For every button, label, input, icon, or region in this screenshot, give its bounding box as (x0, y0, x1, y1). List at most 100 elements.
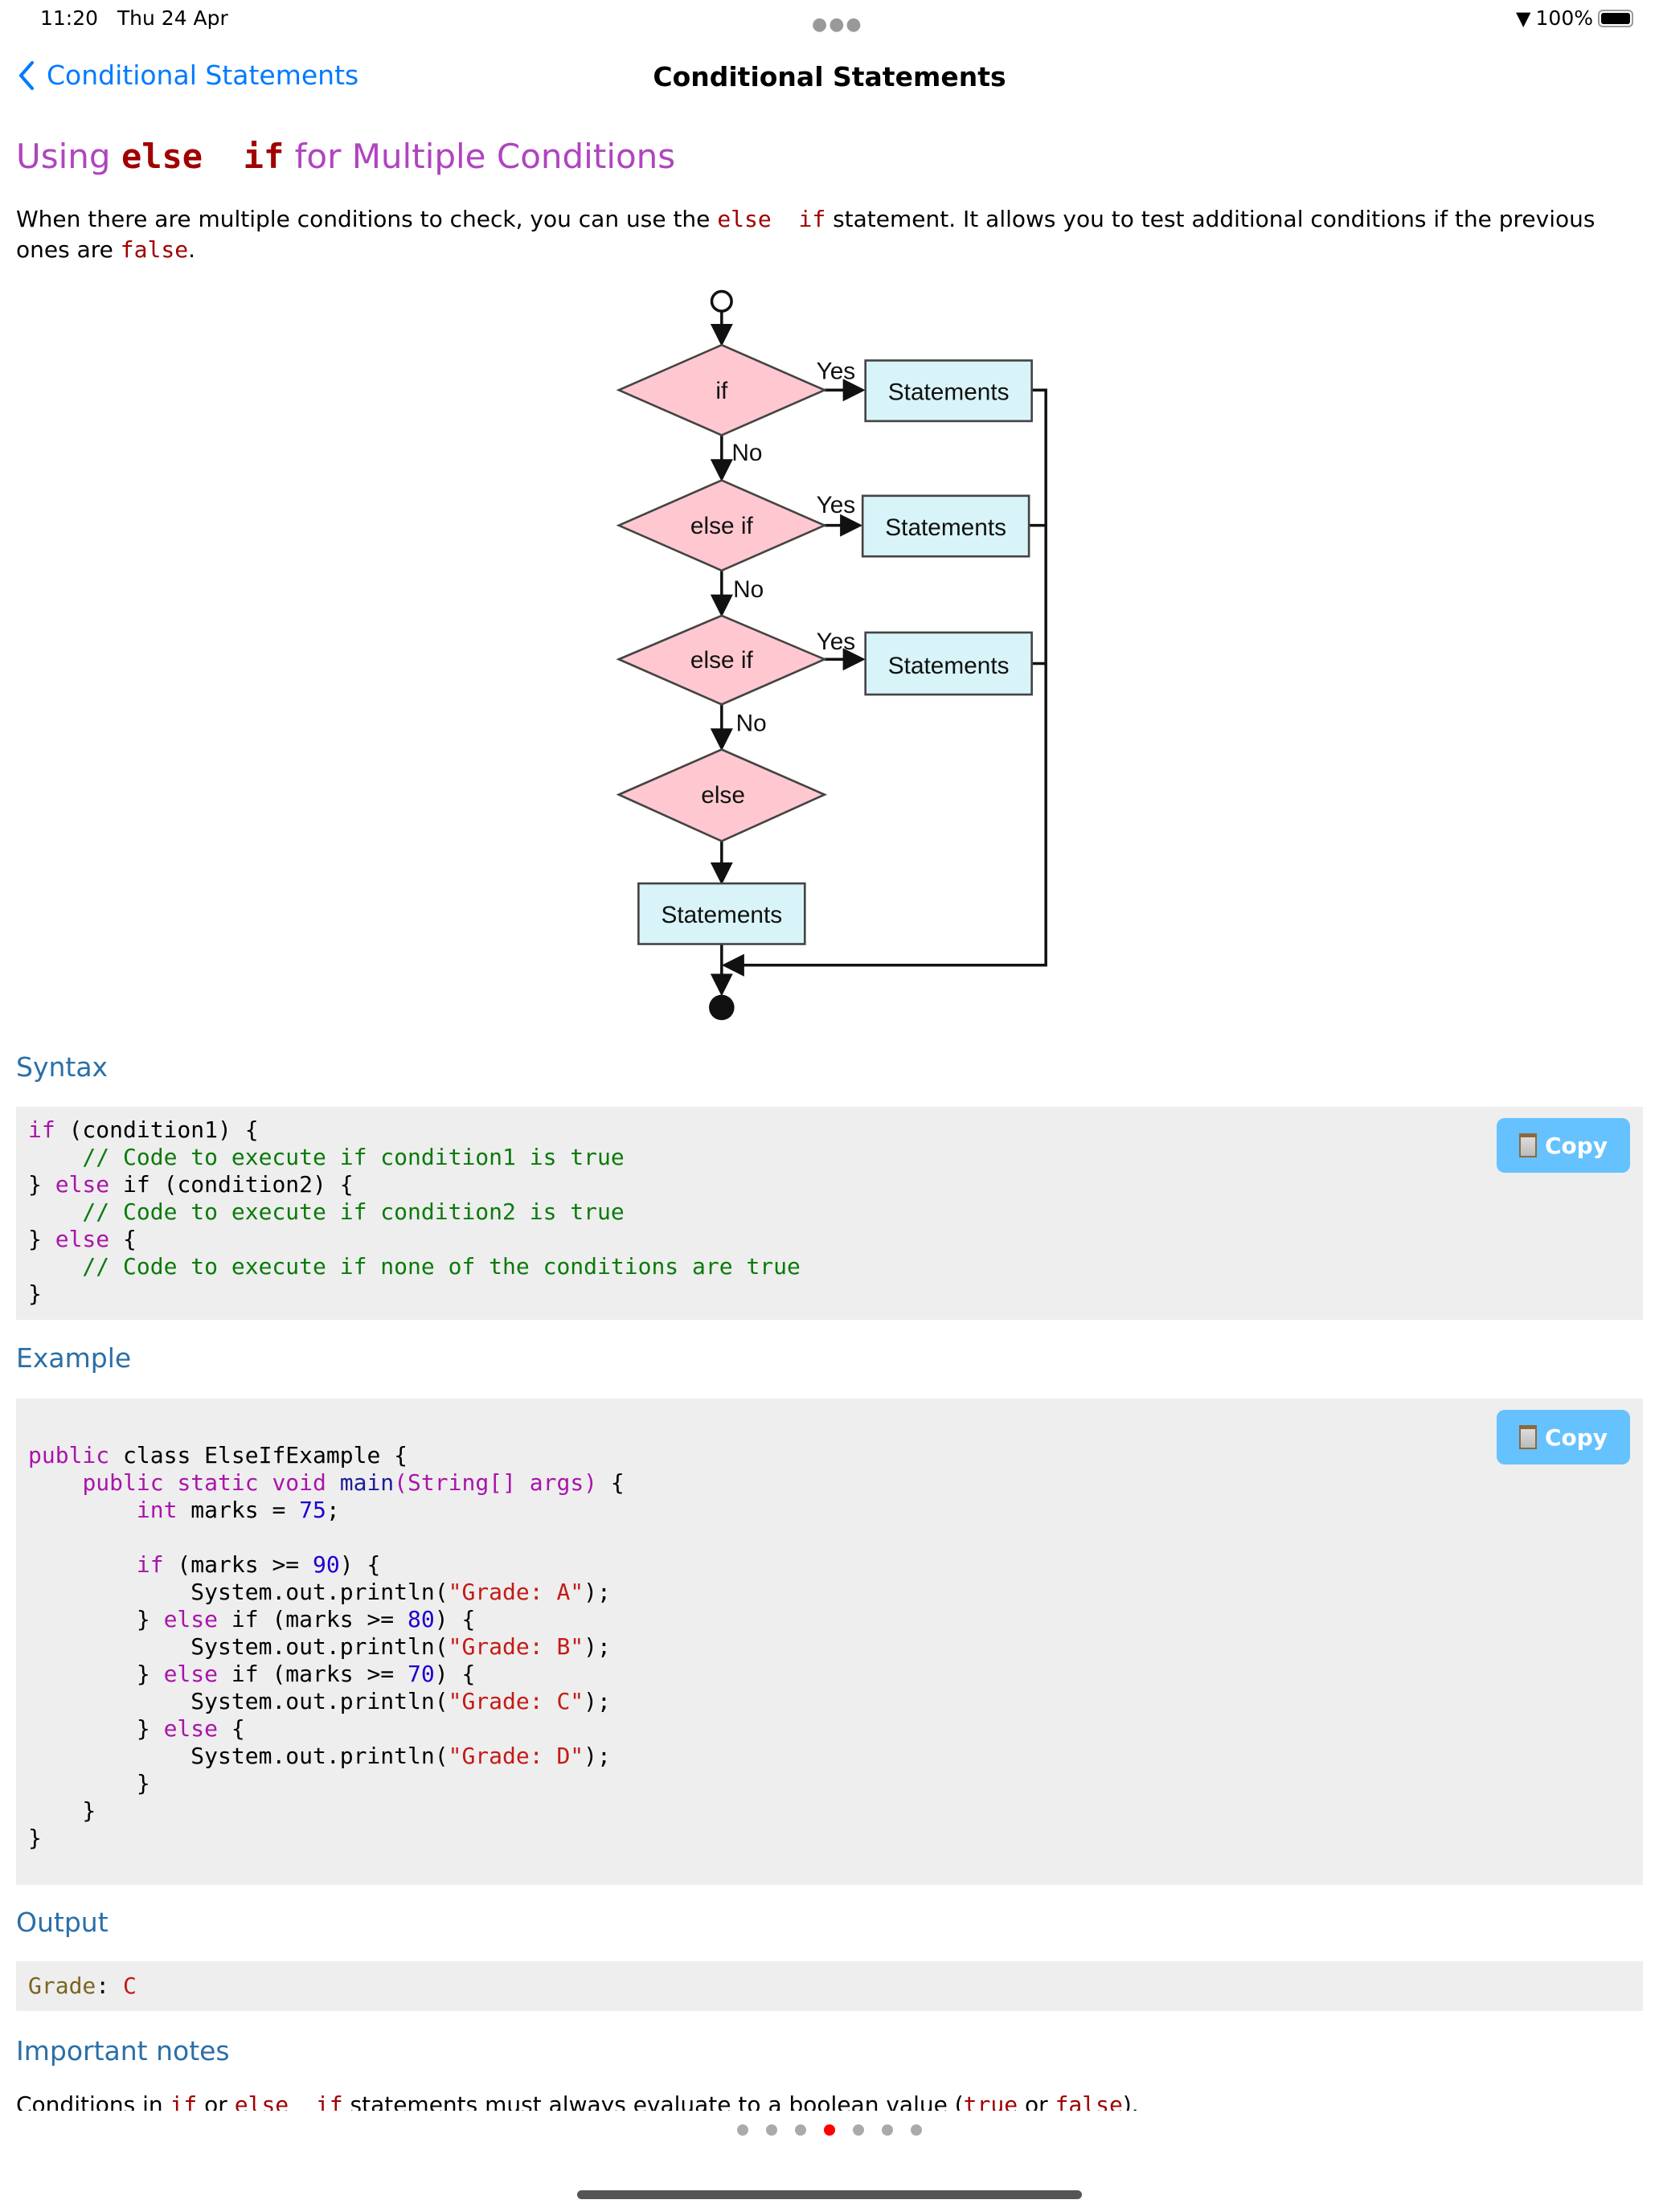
start-node (710, 289, 733, 313)
page-dot[interactable] (766, 2124, 777, 2136)
page-dot[interactable] (795, 2124, 806, 2136)
statements-box-3 (864, 631, 1033, 696)
else-if-label: else if (690, 513, 754, 539)
code-token: marks = (177, 1497, 300, 1523)
code-token: // Code to execute if condition2 is true (28, 1198, 625, 1225)
battery-percent: 100% (1535, 6, 1593, 30)
statements-box-1 (864, 359, 1033, 423)
code-line: // Code to execute if condition2 is true (28, 1198, 1643, 1226)
code-token: System.out.println( (28, 1633, 449, 1660)
wifi-icon: ▼ (1516, 6, 1531, 30)
multitasking-dots-icon[interactable]: ●●● (812, 14, 863, 35)
page-dot[interactable] (824, 2124, 835, 2136)
page-indicator[interactable] (0, 2124, 1659, 2136)
page-dot[interactable] (737, 2124, 748, 2136)
code-line: int marks = 75; (28, 1497, 1643, 1524)
status-date: Thu 24 Apr (117, 6, 228, 30)
else-if-decision-1 (616, 479, 828, 572)
code-token: } (28, 1770, 150, 1796)
code-token: } (28, 1661, 164, 1687)
code-token: ) { (339, 1551, 381, 1578)
code-line: } else { (28, 1715, 1643, 1743)
code-token: // Code to execute if none of the condit… (28, 1253, 801, 1280)
code-token: (marks >= (163, 1551, 313, 1578)
flowchart-diagram: if else if else if else Statements State… (616, 289, 1047, 1021)
code-token: main (326, 1469, 395, 1496)
code-token: 75 (299, 1497, 326, 1523)
statements-label: Statements (888, 379, 1010, 406)
code-line (28, 1524, 1643, 1551)
page-title: Using else if for Multiple Conditions (16, 137, 676, 176)
code-line: } (28, 1280, 1643, 1308)
code-line: System.out.println("Grade: A"); (28, 1579, 1643, 1606)
code-token (28, 1551, 137, 1578)
example-code-block: public class ElseIfExample { public stat… (16, 1399, 1643, 1885)
code-token: int (136, 1497, 178, 1523)
statements-box-2 (861, 494, 1030, 558)
code-line: } else if (marks >= 80) { (28, 1606, 1643, 1633)
example-heading: Example (16, 1342, 132, 1374)
else-label: else (701, 782, 745, 809)
nav-title: Conditional Statements (653, 61, 1006, 92)
status-time: 11:20 Thu 24 Apr (40, 6, 228, 30)
if-decision (616, 343, 828, 436)
code-line: } else { (28, 1226, 1643, 1253)
copy-button[interactable]: Copy (1497, 1118, 1630, 1173)
page-dot[interactable] (853, 2124, 864, 2136)
code-token: if (136, 1551, 164, 1578)
code-token: } (28, 1606, 164, 1632)
code-token: "Grade: D" (448, 1743, 584, 1769)
code-token: if (marks >= (218, 1606, 408, 1632)
output-value: C (123, 1972, 137, 1999)
code-token: else (163, 1661, 219, 1687)
code-token: ; (326, 1497, 340, 1523)
code-token: ); (584, 1633, 611, 1660)
else-decision (616, 748, 828, 842)
code-line: public static void main(String[] args) { (28, 1469, 1643, 1497)
end-node (709, 994, 735, 1021)
code-line: // Code to execute if none of the condit… (28, 1253, 1643, 1280)
code-token: 70 (408, 1661, 435, 1687)
statements-box-4 (637, 882, 806, 945)
code-token: } (28, 1825, 42, 1851)
home-indicator[interactable] (577, 2190, 1082, 2199)
code-token: } (28, 1280, 42, 1307)
intro-paragraph: When there are multiple conditions to ch… (16, 206, 1596, 263)
code-token: ) { (434, 1661, 476, 1687)
code-line: // Code to execute if condition1 is true (28, 1144, 1643, 1171)
code-line: if (marks >= 90) { (28, 1551, 1643, 1579)
code-token: } (28, 1171, 55, 1198)
copy-button[interactable]: Copy (1497, 1410, 1630, 1464)
code-line: } else if (marks >= 70) { (28, 1661, 1643, 1688)
else-if-decision-2 (616, 614, 828, 706)
back-label: Conditional Statements (47, 59, 359, 91)
code-token: System.out.println( (28, 1579, 449, 1605)
code-token: if (marks >= (218, 1661, 408, 1687)
back-button[interactable]: Conditional Statements (18, 59, 358, 91)
code-line: System.out.println("Grade: B"); (28, 1633, 1643, 1661)
code-token: ); (584, 1688, 611, 1714)
output-block: Grade: C (16, 1961, 1643, 2011)
clipboard-icon (1518, 1425, 1537, 1449)
code-token: } (28, 1226, 55, 1252)
code-line: if (condition1) { (28, 1116, 1643, 1144)
code-line: System.out.println("Grade: D"); (28, 1743, 1643, 1770)
code-token: else (163, 1606, 219, 1632)
code-token: else (163, 1715, 219, 1742)
code-token: { (109, 1226, 137, 1252)
yes-label: Yes (817, 629, 856, 655)
code-token: ) { (434, 1606, 476, 1632)
code-token: (String[] args) (394, 1469, 598, 1496)
code-line: } (28, 1797, 1643, 1825)
yes-label: Yes (817, 358, 856, 384)
page-dot[interactable] (882, 2124, 893, 2136)
code-line: } else if (condition2) { (28, 1171, 1643, 1198)
page-dot[interactable] (911, 2124, 922, 2136)
code-token: System.out.println( (28, 1688, 449, 1714)
status-right: ▼ 100% (1516, 6, 1633, 30)
code-token: // Code to execute if condition1 is true (28, 1144, 625, 1170)
code-line: } (28, 1825, 1643, 1852)
no-label: No (736, 711, 767, 737)
code-token: class ElseIfExample { (109, 1442, 408, 1469)
code-line: public class ElseIfExample { (28, 1442, 1643, 1469)
